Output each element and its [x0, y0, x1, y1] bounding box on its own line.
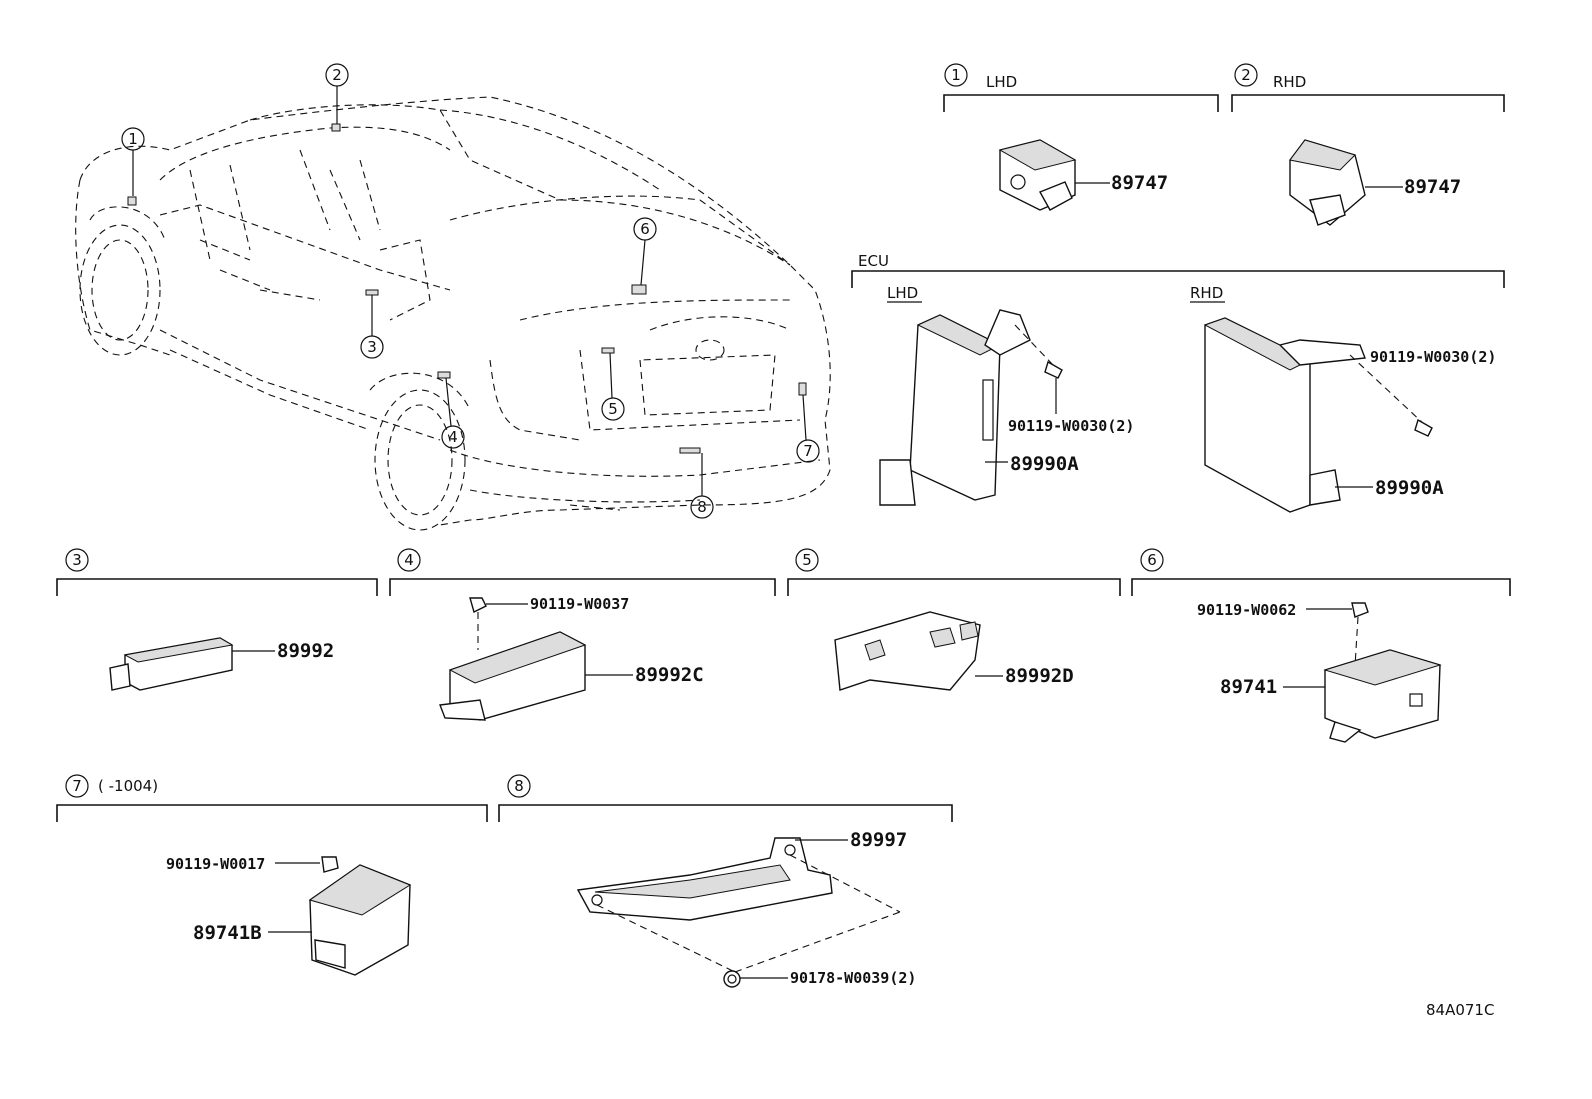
- svg-text:ECU: ECU: [858, 252, 889, 270]
- section-8: 8 89997 90178-W0039(2): [498, 774, 953, 988]
- reference-code: 84A071C: [1426, 1001, 1494, 1019]
- svg-text:7: 7: [803, 442, 813, 460]
- svg-text:1: 1: [951, 66, 961, 84]
- svg-text:5: 5: [802, 551, 812, 569]
- part-89747-rhd: 89747: [1404, 176, 1461, 198]
- section-4: 4 90119-W0037 89992C: [389, 548, 776, 721]
- svg-text:3: 3: [72, 551, 82, 569]
- section-3: 3 89992: [56, 548, 378, 691]
- bolt-s4: 90119-W0037: [530, 595, 629, 613]
- svg-text:4: 4: [404, 551, 414, 569]
- callout-4: 4: [441, 377, 465, 449]
- callout-8: 8: [690, 453, 714, 519]
- sensor-89992d-shape: [834, 611, 981, 691]
- callout-7: 7: [796, 394, 820, 463]
- svg-text:4: 4: [448, 428, 458, 446]
- vehicle-callouts: 1 2 3 4 5 6 7 8: [121, 63, 820, 519]
- part-89992c: 89992C: [635, 664, 704, 686]
- part-89990a-rhd: 89990A: [1375, 477, 1444, 499]
- module-89741-shape: [1323, 649, 1442, 743]
- part-89990a-lhd: 89990A: [1010, 453, 1079, 475]
- section-5: 5 89992D: [787, 548, 1121, 691]
- svg-text:8: 8: [697, 498, 707, 516]
- part-89747-lhd: 89747: [1111, 172, 1168, 194]
- bracket-89997-shape: [576, 837, 833, 921]
- svg-text:1: 1: [128, 130, 138, 148]
- bolt-ecu-rhd: 90119-W0030(2): [1370, 348, 1496, 366]
- part-89741b: 89741B: [193, 922, 262, 944]
- svg-text:LHD: LHD: [986, 73, 1017, 91]
- antenna-89747-lhd-shape: [998, 139, 1077, 211]
- nut-s8: 90178-W0039(2): [790, 969, 916, 987]
- section-ecu: ECU LHD 90119-W0030(2) 89990A RHD 90119-…: [851, 252, 1505, 513]
- svg-text:8: 8: [514, 777, 524, 795]
- callout-6: 6: [633, 217, 657, 286]
- sensor-89992c-shape: [439, 631, 587, 721]
- bolt-ecu-lhd: 90119-W0030(2): [1008, 417, 1134, 435]
- callout-5: 5: [601, 352, 625, 421]
- svg-text:2: 2: [332, 66, 342, 84]
- svg-text:6: 6: [1147, 551, 1157, 569]
- svg-text:RHD: RHD: [1273, 73, 1306, 91]
- callout-2: 2: [325, 63, 349, 124]
- antenna-89747-rhd-shape: [1289, 139, 1366, 226]
- bolt-s7: 90119-W0017: [166, 855, 265, 873]
- part-89992: 89992: [277, 640, 334, 662]
- svg-text:6: 6: [640, 220, 650, 238]
- bolt-s6: 90119-W0062: [1197, 601, 1296, 619]
- svg-text:( -1004): ( -1004): [98, 777, 158, 795]
- ecu-lhd-label: LHD: [887, 284, 918, 302]
- module-89741b-shape: [308, 864, 412, 976]
- svg-text:5: 5: [608, 400, 618, 418]
- ecu-rhd-shape: [1203, 317, 1366, 513]
- part-89741: 89741: [1220, 676, 1277, 698]
- section-1: 1 LHD 89747: [943, 63, 1219, 211]
- part-89997: 89997: [850, 829, 907, 851]
- section-6: 6 90119-W0062 89741: [1131, 548, 1511, 743]
- ecu-rhd-label: RHD: [1190, 284, 1223, 302]
- ecu-lhd-shape: [879, 309, 1031, 506]
- svg-text:3: 3: [367, 338, 377, 356]
- svg-text:2: 2: [1241, 66, 1251, 84]
- vehicle-outline: [75, 96, 831, 531]
- section-7: 7 ( -1004) 90119-W0017 89741B: [56, 774, 488, 976]
- section-2: 2 RHD 89747: [1231, 63, 1505, 226]
- callout-1: 1: [121, 127, 145, 196]
- sensor-89992-shape: [109, 637, 234, 691]
- part-89992d: 89992D: [1005, 665, 1074, 687]
- svg-text:7: 7: [72, 777, 82, 795]
- callout-3: 3: [360, 295, 384, 359]
